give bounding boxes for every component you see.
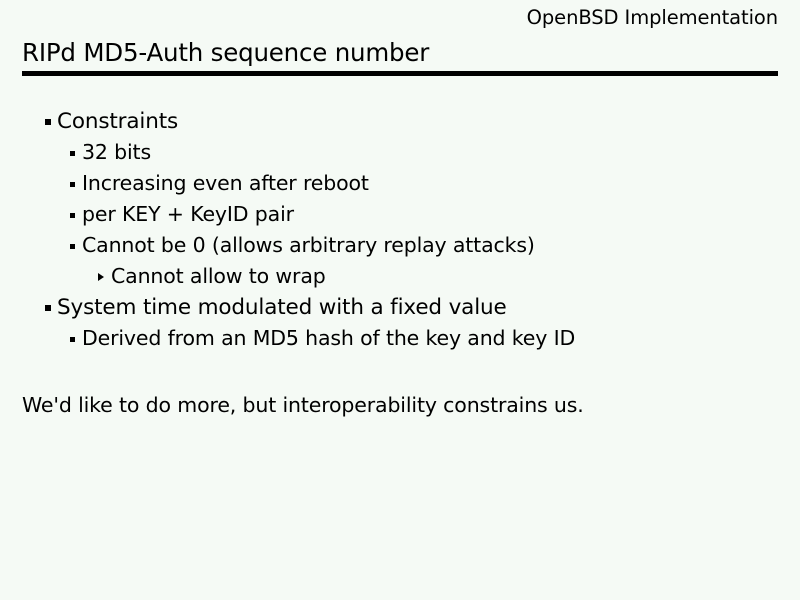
bullet-item: Cannot allow to wrap: [0, 261, 800, 292]
slide-header-label: OpenBSD Implementation: [526, 6, 778, 29]
square-bullet-icon: [45, 305, 51, 311]
bullet-item-label: Constraints: [57, 109, 179, 134]
square-bullet-icon: [70, 151, 75, 156]
square-bullet-icon: [70, 182, 75, 187]
bullet-item-label: 32 bits: [82, 140, 151, 164]
closing-statement: We'd like to do more, but interoperabili…: [22, 393, 584, 417]
triangle-bullet-icon: [98, 273, 104, 281]
bullet-item: Cannot be 0 (allows arbitrary replay att…: [0, 230, 800, 261]
bullet-item-label: per KEY + KeyID pair: [82, 202, 294, 226]
bullet-item: System time modulated with a fixed value: [0, 292, 800, 323]
bullet-item: Increasing even after reboot: [0, 168, 800, 199]
bullet-item: per KEY + KeyID pair: [0, 199, 800, 230]
bullet-item: 32 bits: [0, 137, 800, 168]
title-divider: [22, 71, 778, 76]
square-bullet-icon: [45, 119, 51, 125]
bullet-item: Derived from an MD5 hash of the key and …: [0, 323, 800, 354]
square-bullet-icon: [70, 244, 75, 249]
square-bullet-icon: [70, 337, 75, 342]
bullet-item-label: Derived from an MD5 hash of the key and …: [82, 326, 576, 350]
bullet-item-label: Increasing even after reboot: [82, 171, 369, 195]
bullet-item-label: Cannot allow to wrap: [111, 264, 326, 288]
bullet-item-label: System time modulated with a fixed value: [57, 295, 507, 320]
bullet-item-label: Cannot be 0 (allows arbitrary replay att…: [82, 233, 535, 257]
bullet-item: Constraints: [0, 106, 800, 137]
page-title: RIPd MD5-Auth sequence number: [22, 38, 430, 67]
square-bullet-icon: [70, 213, 75, 218]
